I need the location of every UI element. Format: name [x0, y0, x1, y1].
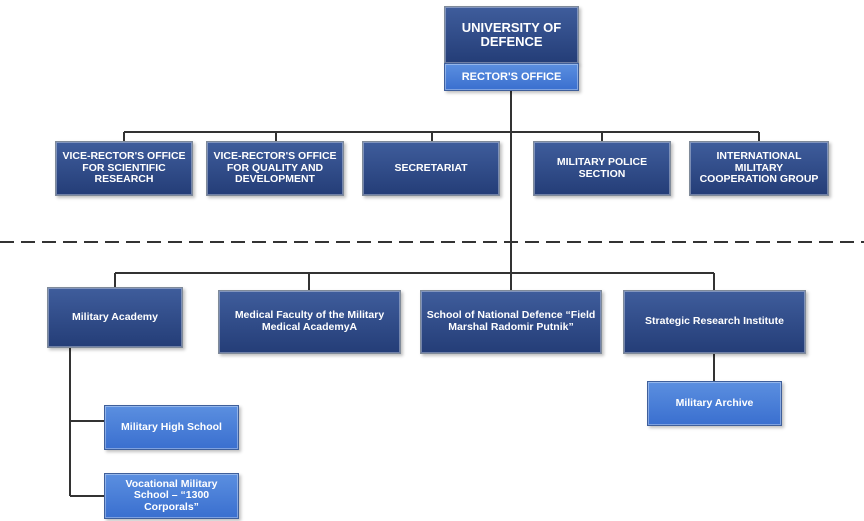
institution-label: Medical Faculty of the Military Medical … — [234, 309, 385, 333]
institution-label: Strategic Research Institute — [645, 315, 784, 328]
staff-unit-label: VICE-RECTOR'S OFFICE FOR QUALITY AND DEV… — [213, 150, 337, 186]
staff-unit-secretariat: SECRETARIAT — [362, 141, 500, 196]
institution-strategic-research: Strategic Research Institute — [623, 290, 806, 354]
unit-label: Military High School — [121, 420, 222, 433]
staff-unit-label: INTERNATIONAL MILITARY COOPERATION GROUP — [699, 150, 819, 186]
institution-school-national-defence: School of National Defence “Field Marsha… — [420, 290, 602, 354]
institution-label: School of National Defence “Field Marsha… — [426, 309, 596, 333]
institution-medical-faculty: Medical Faculty of the Military Medical … — [218, 290, 401, 354]
staff-unit-label: SECRETARIAT — [394, 161, 468, 174]
staff-unit-label: VICE-RECTOR'S OFFICE FOR SCIENTIFIC RESE… — [62, 150, 186, 186]
university-box: UNIVERSITY OF DEFENCE — [444, 6, 579, 64]
staff-unit-quality-development: VICE-RECTOR'S OFFICE FOR QUALITY AND DEV… — [206, 141, 344, 196]
institution-military-academy: Military Academy — [47, 287, 183, 348]
unit-label: Military Archive — [675, 396, 754, 409]
staff-unit-international-cooperation: INTERNATIONAL MILITARY COOPERATION GROUP — [689, 141, 829, 196]
rectors-office-box: RECTOR'S OFFICE — [444, 63, 579, 91]
rectors-office-label: RECTOR'S OFFICE — [461, 70, 562, 83]
unit-label: Vocational Military School – “1300 Corpo… — [125, 477, 218, 513]
staff-unit-military-police: MILITARY POLICE SECTION — [533, 141, 671, 196]
university-label: UNIVERSITY OF DEFENCE — [461, 19, 562, 49]
staff-unit-label: MILITARY POLICE SECTION — [556, 155, 648, 180]
unit-vocational-military-school: Vocational Military School – “1300 Corpo… — [104, 473, 239, 519]
unit-military-archive: Military Archive — [647, 381, 782, 426]
staff-unit-scientific-research: VICE-RECTOR'S OFFICE FOR SCIENTIFIC RESE… — [55, 141, 193, 196]
institution-label: Military Academy — [72, 310, 158, 323]
unit-military-high-school: Military High School — [104, 405, 239, 450]
